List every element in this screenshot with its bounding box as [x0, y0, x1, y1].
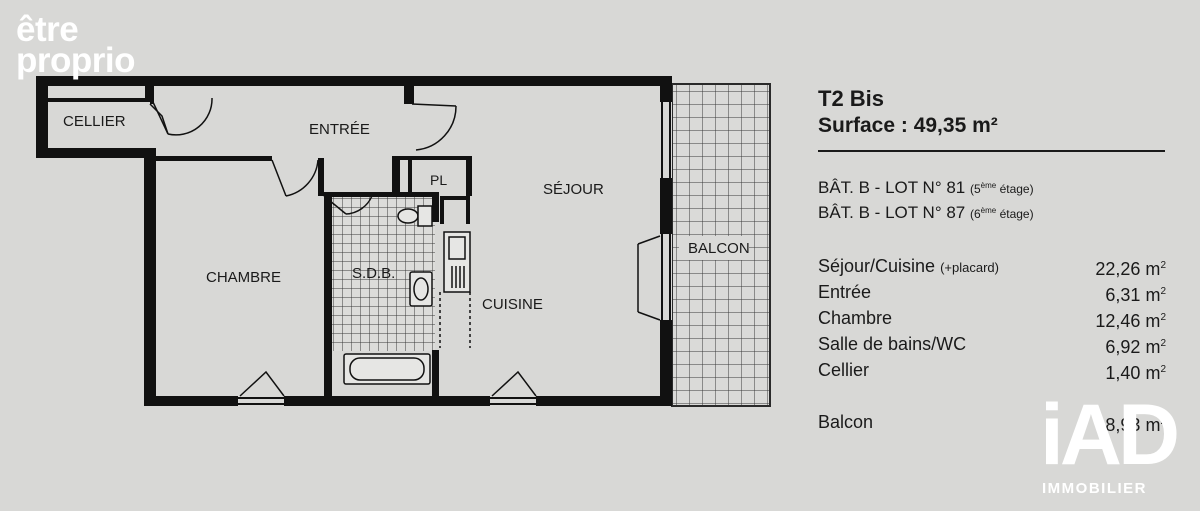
area-label: Entrée — [818, 282, 872, 302]
area-label: Salle de bains/WC — [818, 334, 967, 354]
divider — [818, 150, 1165, 152]
etre-proprio-logo-line-2: proprio — [16, 41, 135, 80]
window-lines — [238, 102, 671, 405]
area-row-balcon: Balcon 8,93 m2 — [818, 409, 1166, 435]
surface-total: Surface : 49,35 m² — [818, 114, 998, 137]
area-value: 12,46 m2 — [1095, 311, 1166, 331]
area-label: Balcon — [818, 412, 874, 432]
interior-walls — [48, 86, 672, 396]
area-value: 6,31 m2 — [1105, 285, 1166, 305]
room-label-sdb: S.D.B. — [352, 265, 395, 282]
room-label-cellier: CELLIER — [63, 113, 126, 130]
area-value: 8,93 m2 — [1105, 415, 1166, 435]
area-row: Séjour/Cuisine (+placard) 22,26 m2 — [818, 253, 1166, 279]
area-value: 1,40 m2 — [1105, 363, 1166, 383]
room-label-sejour: SÉJOUR — [543, 181, 604, 198]
room-label-cuisine: CUISINE — [482, 296, 543, 313]
lot-floor: (5ème étage) — [970, 181, 1034, 196]
etre-proprio-logo-line-1: être — [16, 10, 79, 49]
room-label-pl: PL — [430, 172, 447, 188]
lot-text: BÂT. B - LOT N° 81 — [818, 178, 966, 197]
iad-immobilier-logo: iAD IMMOBILIER — [1036, 392, 1196, 507]
room-label-chambre: CHAMBRE — [206, 269, 281, 286]
floor-plan: CELLIER ENTRÉE PL SÉJOUR BALCON CHAMBRE … — [36, 76, 771, 407]
lot-floor: (6ème étage) — [970, 206, 1034, 221]
lot-text: BÂT. B - LOT N° 87 — [818, 203, 966, 222]
door-swings — [149, 97, 661, 397]
area-row: Salle de bains/WC 6,92 m2 — [818, 331, 1166, 357]
area-label: Séjour/Cuisine (+placard) — [818, 256, 999, 276]
lot-item: BÂT. B - LOT N° 81 (5ème étage) — [818, 175, 1168, 200]
info-panel: T2 Bis Surface : 49,35 m² BÂT. B - LOT N… — [818, 86, 1168, 435]
fixtures — [343, 205, 471, 385]
balcony-area — [671, 83, 771, 407]
area-row: Cellier 1,40 m2 — [818, 357, 1166, 383]
apartment-type-title: T2 Bis — [818, 86, 885, 111]
lot-list: BÂT. B - LOT N° 81 (5ème étage) BÂT. B -… — [818, 175, 1168, 225]
room-label-balcon: BALCON — [688, 240, 750, 257]
area-value: 22,26 m2 — [1095, 259, 1166, 279]
iad-logo-subtitle: IMMOBILIER — [1042, 480, 1147, 497]
area-row: Entrée 6,31 m2 — [818, 279, 1166, 305]
area-label: Chambre — [818, 308, 893, 328]
area-table: Séjour/Cuisine (+placard) 22,26 m2 Entré… — [818, 253, 1166, 383]
etre-proprio-logo: être proprio — [16, 10, 166, 80]
area-value: 6,92 m2 — [1105, 337, 1166, 357]
room-label-entree: ENTRÉE — [309, 121, 370, 138]
area-row: Chambre 12,46 m2 — [818, 305, 1166, 331]
area-label: Cellier — [818, 360, 870, 380]
lot-item: BÂT. B - LOT N° 87 (6ème étage) — [818, 200, 1168, 225]
iad-logo-mark: iAD — [1040, 387, 1180, 483]
